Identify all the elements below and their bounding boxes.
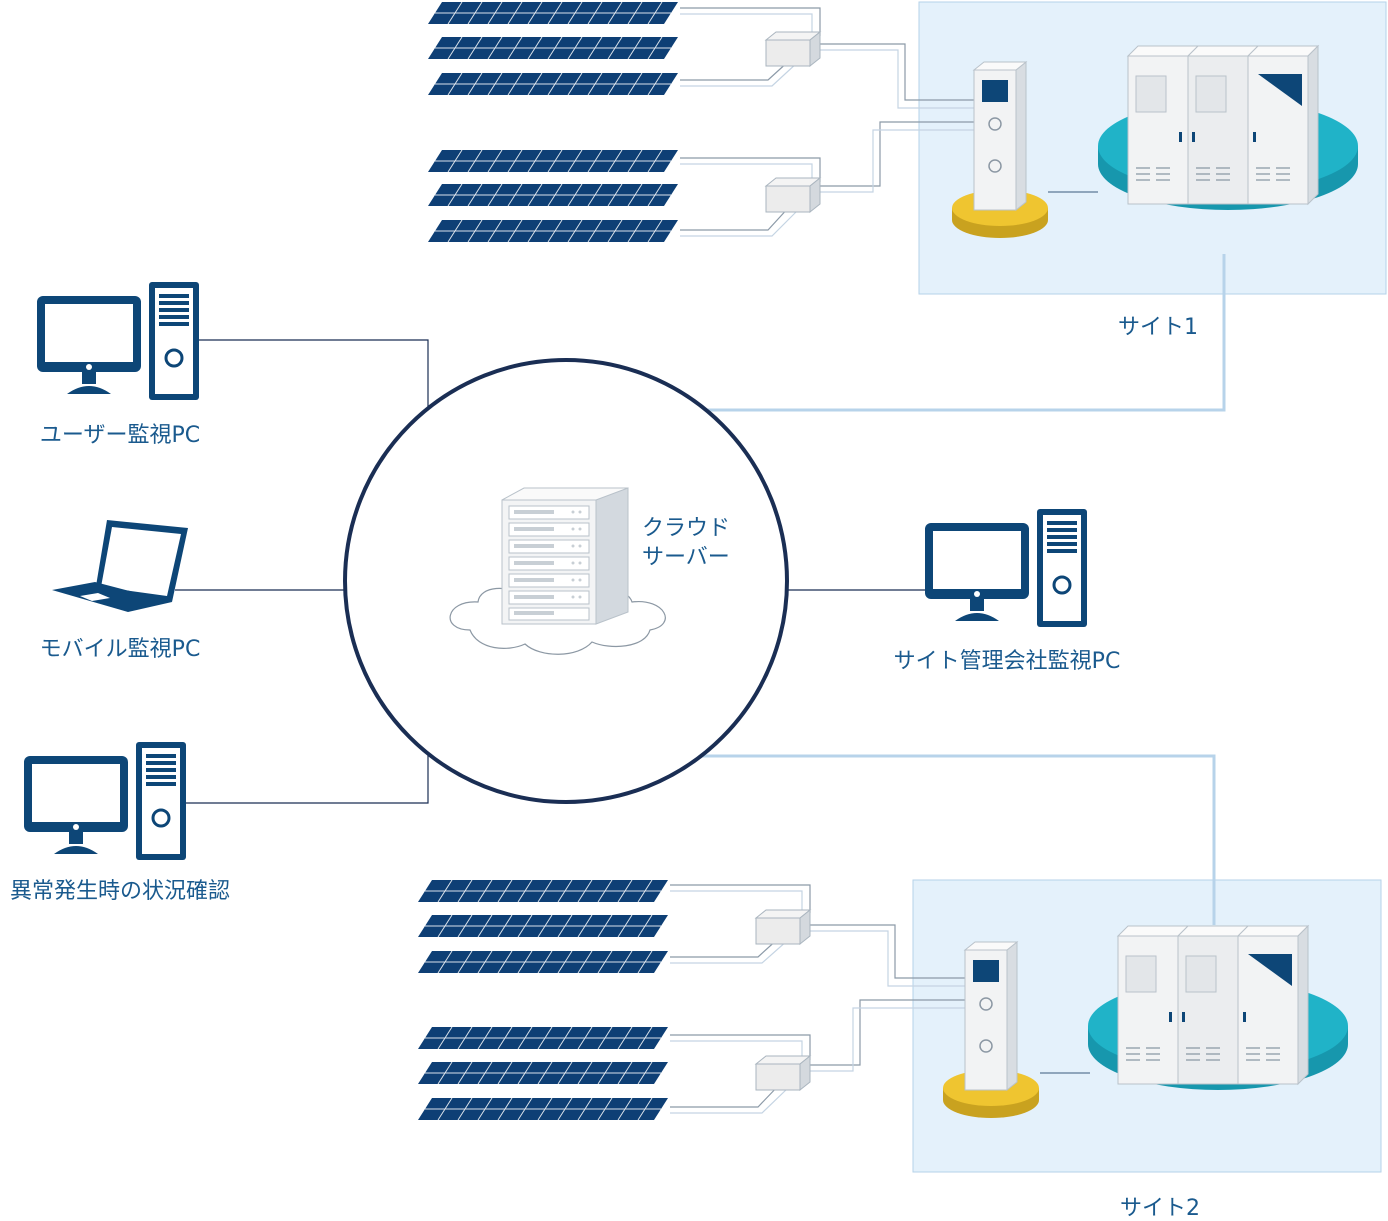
desktop-computer-icon (22, 740, 188, 862)
solar-panel-icon (417, 1097, 669, 1121)
junction-box-icon (765, 31, 821, 67)
desktop-computer-icon (35, 280, 201, 402)
junction-box-icon (755, 909, 811, 945)
desktop-computer-icon (923, 507, 1089, 629)
site2-wiring (670, 884, 1090, 1114)
solar-panel-icon (427, 219, 679, 243)
pc-links (175, 339, 930, 804)
site1-wiring (680, 7, 1098, 237)
solar-panel-icon (427, 36, 679, 60)
cloud-label-line2: サーバー (642, 545, 730, 570)
user-pc-label: ユーザー監視PC (40, 423, 200, 448)
solar-panel-icon (417, 1026, 669, 1050)
site2-solar-array-a (417, 879, 669, 974)
laptop-icon (52, 520, 188, 612)
solar-panel-icon (427, 1, 679, 25)
site-mgmt-pc-label: サイト管理会社監視PC (894, 649, 1121, 674)
incident-pc-label: 異常発生時の状況確認 (10, 879, 230, 904)
site2-label: サイト2 (1120, 1196, 1200, 1221)
junction-box-icon (755, 1055, 811, 1091)
site1-solar-array-a (427, 1, 679, 96)
solar-panel-icon (417, 879, 669, 903)
solar-panel-icon (417, 950, 669, 974)
site1-label: サイト1 (1118, 315, 1198, 340)
solar-panel-icon (427, 149, 679, 173)
junction-box-icon (765, 177, 821, 213)
solar-panel-icon (417, 914, 669, 938)
cloud-server-icon (501, 487, 629, 625)
solar-panel-icon (417, 1061, 669, 1085)
site1-solar-array-b (427, 149, 679, 243)
mobile-pc-label: モバイル監視PC (40, 637, 201, 662)
solar-panel-icon (427, 72, 679, 96)
cloud-label-line1: クラウド (642, 516, 730, 541)
site2-solar-array-b (417, 1026, 669, 1121)
solar-panel-icon (427, 183, 679, 207)
